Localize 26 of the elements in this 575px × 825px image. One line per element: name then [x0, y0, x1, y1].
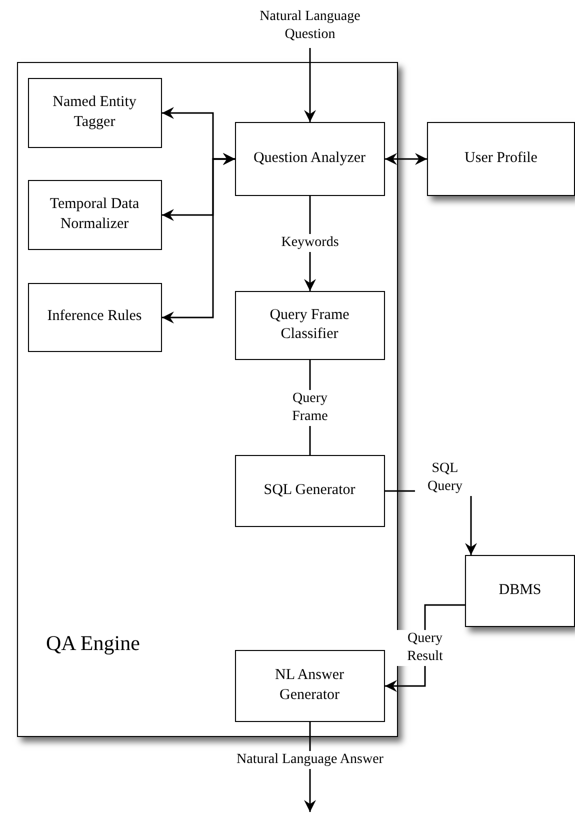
- process-box: [234, 650, 384, 722]
- box-label: SQL Generator: [264, 480, 356, 500]
- arrow: [162, 153, 235, 324]
- process-box: [465, 555, 575, 627]
- box-label: Inference Rules: [47, 307, 142, 326]
- container-box: [17, 62, 398, 737]
- box-label: DBMS: [498, 581, 542, 600]
- process-box: [234, 122, 384, 196]
- box-label: User Profile: [464, 149, 538, 168]
- process-box: [234, 454, 384, 526]
- box-label: Query Frame Classifier: [268, 306, 350, 344]
- container-label: QA Engine: [46, 630, 140, 657]
- process-box: [427, 122, 575, 196]
- process-box: [28, 180, 162, 250]
- process-box: [28, 78, 162, 148]
- edge-label: Keywords: [279, 234, 341, 252]
- arrow: [385, 153, 427, 165]
- box-label: NL Answer Generator: [274, 666, 346, 704]
- box-label: Question Analyzer: [253, 148, 366, 168]
- process-box: [234, 290, 384, 360]
- arrow: [304, 48, 316, 122]
- box-label: Temporal Data Normalizer: [48, 195, 140, 234]
- edge-label: Natural Language Answer: [234, 750, 386, 770]
- edge-label: SQL Query: [415, 460, 475, 496]
- box-label: Named Entity Tagger: [52, 93, 138, 132]
- process-box: [28, 282, 162, 352]
